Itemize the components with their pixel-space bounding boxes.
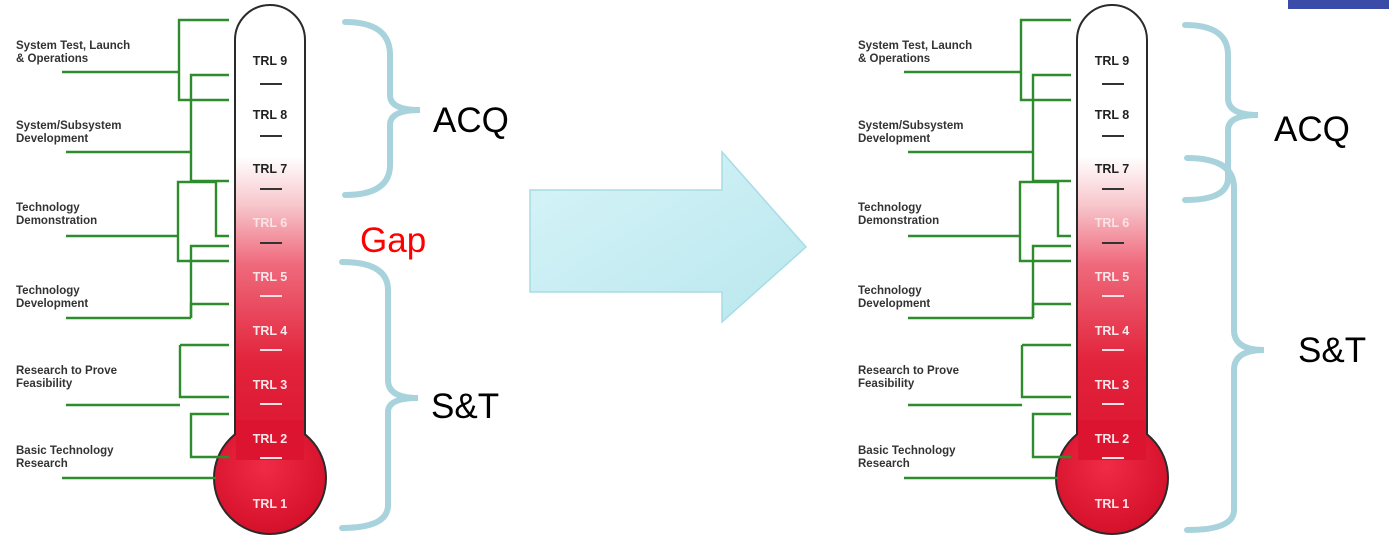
trl-label: TRL 7 <box>1095 162 1130 176</box>
trl-label: TRL 4 <box>253 324 288 338</box>
st-brace <box>339 259 419 531</box>
corner-decoration <box>1288 0 1389 9</box>
stage-label: Technology <box>858 202 922 214</box>
trl-label: TRL 3 <box>1095 378 1130 392</box>
right-arrow-icon <box>529 150 808 324</box>
trl-label: TRL 6 <box>1095 216 1130 230</box>
trl-label: TRL 8 <box>1095 108 1130 122</box>
gap-label: Gap <box>360 221 426 260</box>
right-stage-labels: System Test, Launch & Operations System/… <box>858 40 972 470</box>
trl-label: TRL 5 <box>253 270 288 284</box>
stage-label: & Operations <box>858 53 930 65</box>
acq-brace <box>342 19 421 198</box>
trl-label: TRL 5 <box>1095 270 1130 284</box>
stage-label: System Test, Launch <box>16 40 130 52</box>
acq-brace <box>1182 22 1259 203</box>
stage-label: Development <box>858 133 930 145</box>
trl-label: TRL 2 <box>253 432 288 446</box>
stage-label: Development <box>16 298 88 310</box>
st-brace <box>1184 155 1265 533</box>
trl-label: TRL 4 <box>1095 324 1130 338</box>
stage-label: Development <box>858 298 930 310</box>
stage-label: Basic Technology <box>16 445 114 457</box>
stage-label: Technology <box>16 285 80 297</box>
stage-label: Development <box>16 133 88 145</box>
right-trl-labels: TRL 9 TRL 8 TRL 7 TRL 6 TRL 5 TRL 4 TRL … <box>1095 54 1130 511</box>
stage-label: & Operations <box>16 53 88 65</box>
trl-label: TRL 7 <box>253 162 288 176</box>
st-label: S&T <box>431 387 499 426</box>
stage-label: Research to Prove <box>858 365 959 377</box>
stage-label: Technology <box>16 202 80 214</box>
stage-label: System/Subsystem <box>858 120 963 132</box>
stage-label: Demonstration <box>16 215 97 227</box>
stage-label: Demonstration <box>858 215 939 227</box>
trl-label: TRL 8 <box>253 108 288 122</box>
trl-label: TRL 2 <box>1095 432 1130 446</box>
left-trl-labels: TRL 9 TRL 8 TRL 7 TRL 6 TRL 5 TRL 4 TRL … <box>253 54 288 511</box>
stage-label: System Test, Launch <box>858 40 972 52</box>
trl-label: TRL 3 <box>253 378 288 392</box>
acq-label: ACQ <box>433 101 509 140</box>
trl-label: TRL 6 <box>253 216 288 230</box>
stage-label: Research <box>16 458 68 470</box>
stage-label: Feasibility <box>858 378 915 390</box>
left-stage-labels: System Test, Launch & Operations System/… <box>16 40 130 470</box>
acq-label: ACQ <box>1274 110 1350 149</box>
stage-label: Feasibility <box>16 378 73 390</box>
trl-label: TRL 9 <box>1095 54 1130 68</box>
stage-label: Research to Prove <box>16 365 117 377</box>
stage-label: System/Subsystem <box>16 120 121 132</box>
trl-label: TRL 1 <box>253 497 288 511</box>
stage-label: Research <box>858 458 910 470</box>
trl-label: TRL 9 <box>253 54 288 68</box>
stage-label: Basic Technology <box>858 445 956 457</box>
stage-label: Technology <box>858 285 922 297</box>
st-label: S&T <box>1298 331 1366 370</box>
trl-label: TRL 1 <box>1095 497 1130 511</box>
